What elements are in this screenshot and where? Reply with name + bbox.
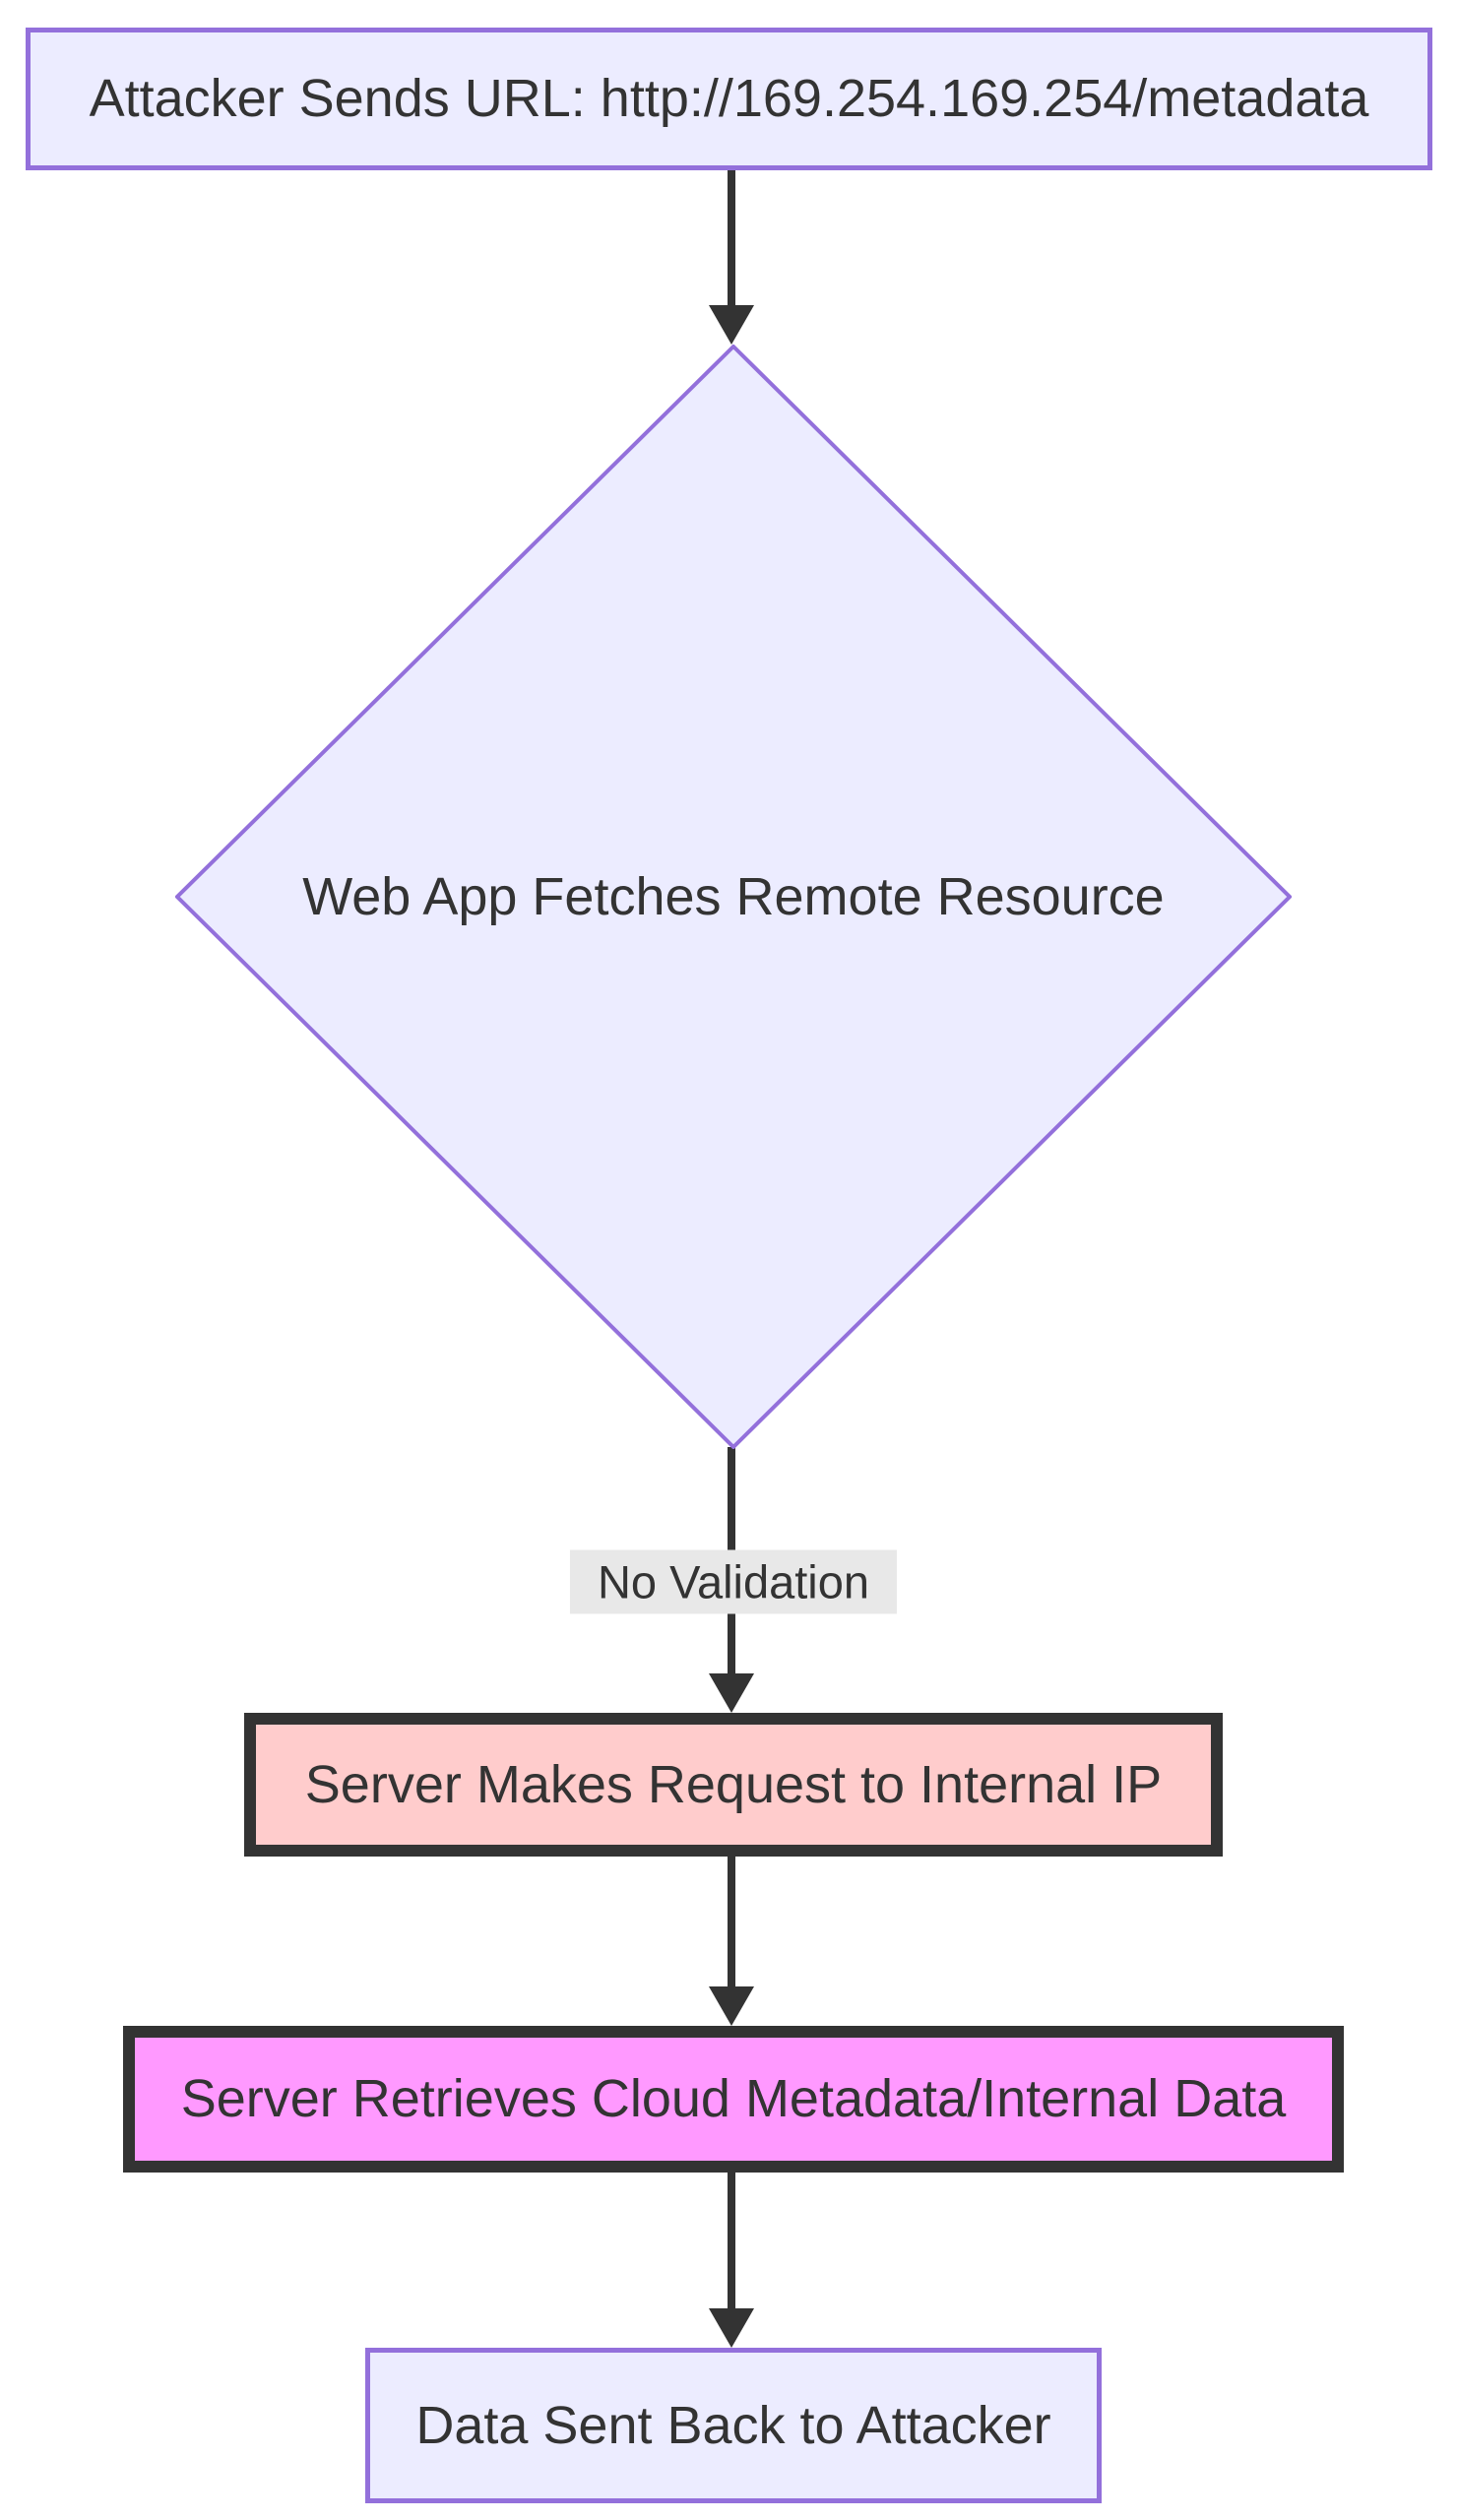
- edge-3-connector-line: [728, 1855, 735, 1990]
- node-attacker-url-label: Attacker Sends URL: http://169.254.169.2…: [89, 69, 1369, 129]
- node-webapp-fetch-label: Web App Fetches Remote Resource: [302, 867, 1165, 926]
- edge-1-connector-line: [728, 169, 735, 309]
- node-metadata-retrieval-label: Server Retrieves Cloud Metadata/Internal…: [180, 2069, 1287, 2129]
- edge-2-label: No Validation: [569, 1549, 898, 1614]
- edge-1-arrowhead: [709, 305, 754, 345]
- edge-3-arrowhead: [709, 1986, 754, 2026]
- diamond-polygon: [175, 345, 1292, 1449]
- node-attacker-url: Attacker Sends URL: http://169.254.169.2…: [26, 28, 1432, 170]
- diamond-shape: [175, 345, 1292, 1449]
- edge-4-connector-line: [728, 2171, 735, 2313]
- node-webapp-fetch: Web App Fetches Remote Resource: [175, 345, 1292, 1449]
- node-data-exfil-label: Data Sent Back to Attacker: [415, 2395, 1051, 2455]
- node-internal-request: Server Makes Request to Internal IP: [244, 1713, 1223, 1857]
- edge-4-arrowhead: [709, 2308, 754, 2348]
- node-internal-request-label: Server Makes Request to Internal IP: [304, 1754, 1163, 1814]
- node-metadata-retrieval: Server Retrieves Cloud Metadata/Internal…: [123, 2026, 1344, 2173]
- edge-2-arrowhead: [709, 1673, 754, 1713]
- node-data-exfil: Data Sent Back to Attacker: [365, 2348, 1102, 2503]
